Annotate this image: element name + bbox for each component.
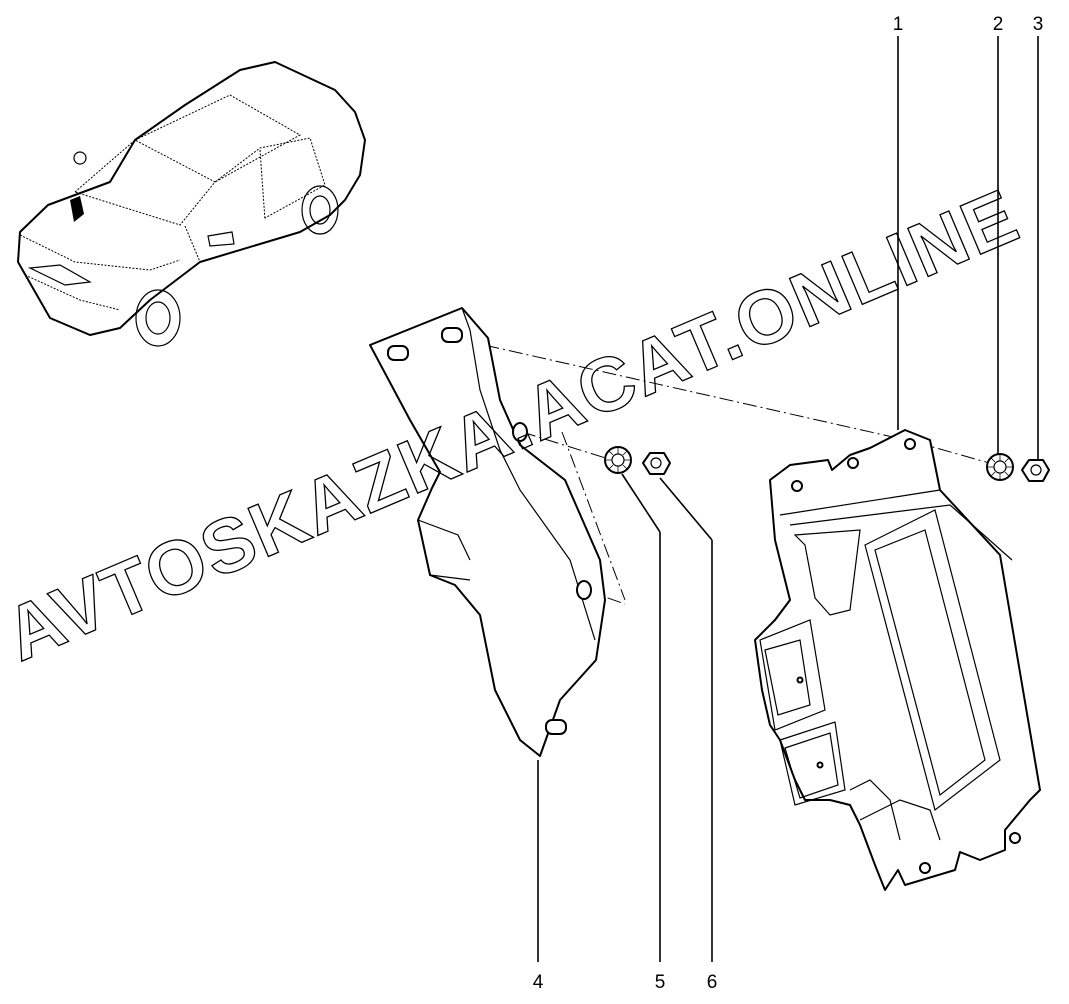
lock-washer-icon (604, 446, 632, 474)
callout-1: 1 (893, 14, 904, 35)
callout-labels: 1 2 3 4 5 6 (533, 14, 1044, 993)
callout-4: 4 (533, 972, 544, 993)
callout-6: 6 (707, 972, 718, 993)
callout-3: 3 (1033, 14, 1044, 35)
hex-nut-icon (1021, 459, 1050, 482)
callout-5: 5 (655, 972, 666, 993)
sedan-car-icon (17, 61, 366, 347)
mounting-bracket-icon (369, 307, 606, 757)
lock-washer-icon (986, 453, 1014, 481)
leader-lines (537, 36, 1039, 962)
callout-2: 2 (993, 14, 1004, 35)
ecu-module-icon (754, 429, 1041, 891)
hex-nut-icon (642, 452, 671, 475)
